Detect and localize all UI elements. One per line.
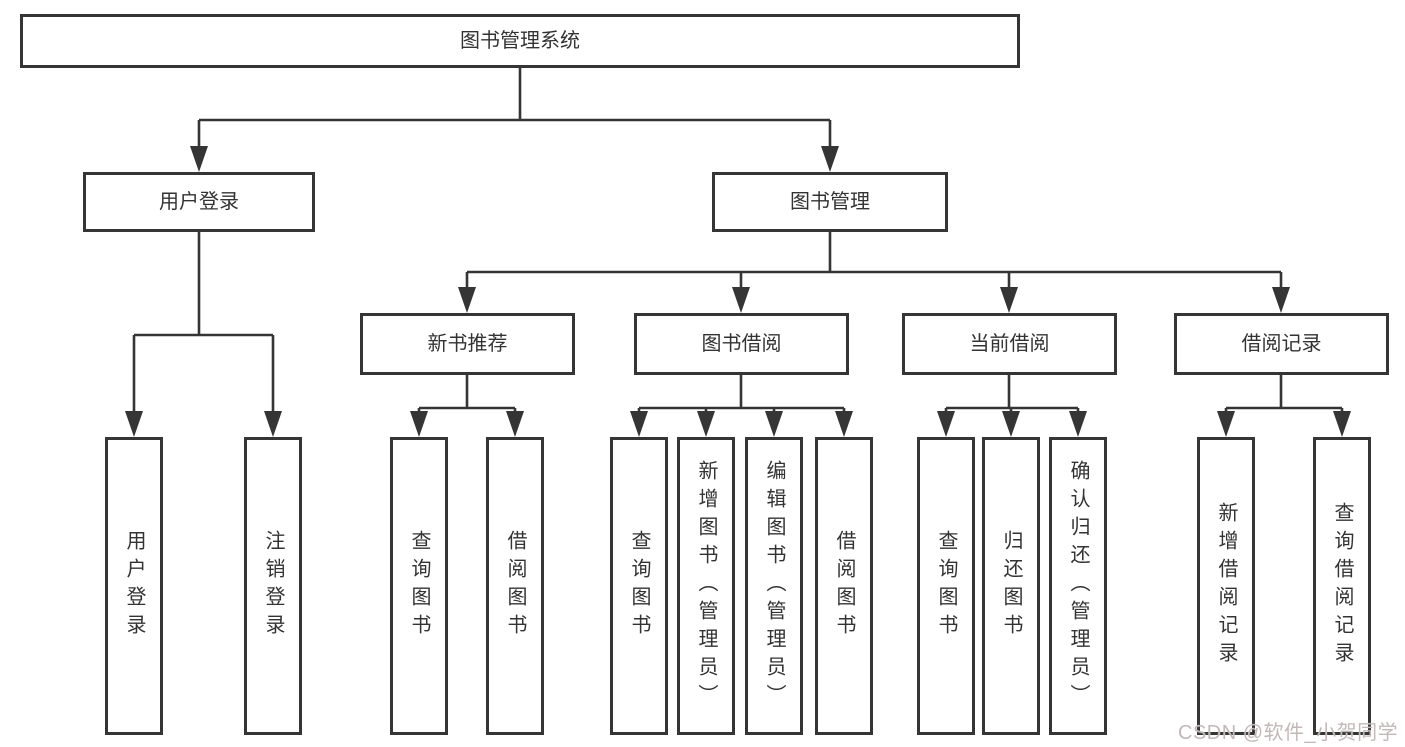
node-book-management: 图书管理 xyxy=(712,172,948,232)
node-book-borrow: 图书借阅 xyxy=(634,313,849,375)
leaf-label: 编辑图书（管理员） xyxy=(763,460,785,712)
node-label: 当前借阅 xyxy=(969,333,1050,355)
node-label: 借阅记录 xyxy=(1241,333,1322,355)
leaf-label: 注销登录 xyxy=(262,530,284,642)
leaf-label: 归还图书 xyxy=(1000,530,1022,642)
leaf-borrow-books: 借阅图书 xyxy=(815,437,873,735)
leaf-user-login: 用户登录 xyxy=(105,437,163,735)
node-root-label: 图书管理系统 xyxy=(460,30,580,52)
leaf-edit-books-admin: 编辑图书（管理员） xyxy=(745,437,803,735)
leaf-query-books-recommend: 查询图书 xyxy=(390,437,448,735)
leaf-add-borrow-record: 新增借阅记录 xyxy=(1197,437,1255,735)
leaf-label: 新增图书（管理员） xyxy=(695,460,717,712)
leaf-label: 查询借阅记录 xyxy=(1331,502,1353,670)
node-label: 用户登录 xyxy=(159,191,239,213)
node-root-system: 图书管理系统 xyxy=(20,14,1020,68)
node-label: 图书管理 xyxy=(790,191,870,213)
leaf-label: 用户登录 xyxy=(123,530,145,642)
leaf-query-books-current: 查询图书 xyxy=(917,437,975,735)
leaf-label: 确认归还（管理员） xyxy=(1067,460,1089,712)
leaf-label: 查询图书 xyxy=(408,530,430,642)
node-current-borrow: 当前借阅 xyxy=(902,313,1117,375)
leaf-confirm-return-admin: 确认归还（管理员） xyxy=(1049,437,1107,735)
leaf-label: 查询图书 xyxy=(628,530,650,642)
leaf-label: 借阅图书 xyxy=(504,530,526,642)
node-new-book-recommend: 新书推荐 xyxy=(360,313,575,375)
node-user-login: 用户登录 xyxy=(83,172,315,232)
leaf-borrow-books-recommend: 借阅图书 xyxy=(486,437,544,735)
leaf-return-books: 归还图书 xyxy=(982,437,1040,735)
node-label: 新书推荐 xyxy=(427,333,508,355)
leaf-add-books-admin: 新增图书（管理员） xyxy=(677,437,735,735)
leaf-logout: 注销登录 xyxy=(244,437,302,735)
node-label: 图书借阅 xyxy=(701,333,782,355)
leaf-label: 查询图书 xyxy=(935,530,957,642)
node-borrow-records: 借阅记录 xyxy=(1174,313,1389,375)
arrowheads xyxy=(125,146,1351,437)
csdn-watermark: CSDN @软件_小贺同学 xyxy=(1178,722,1399,744)
leaf-query-borrow-record: 查询借阅记录 xyxy=(1313,437,1371,735)
leaf-query-books-borrow: 查询图书 xyxy=(610,437,668,735)
leaf-label: 新增借阅记录 xyxy=(1215,502,1237,670)
leaf-label: 借阅图书 xyxy=(833,530,855,642)
